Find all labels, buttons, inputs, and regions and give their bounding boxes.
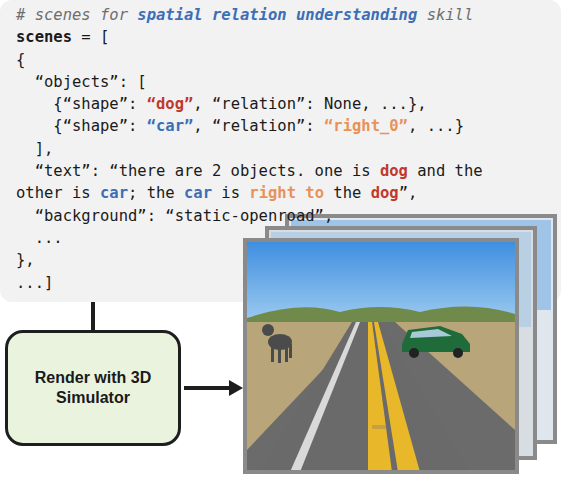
code-token: = [ [72, 28, 109, 46]
code-token: ...] [16, 274, 53, 292]
code-token: “dog” [147, 95, 194, 113]
code-token: “right_0” [324, 117, 408, 135]
code-token: {“shape”: [53, 117, 146, 135]
code-token: and the [408, 162, 483, 180]
code-token: }, [16, 251, 35, 269]
code-token: ; the [128, 184, 184, 202]
connector [93, 302, 94, 330]
code-line: ...] [16, 272, 561, 294]
code-token: the [324, 184, 371, 202]
car-figure [402, 326, 470, 358]
code-token: is [212, 184, 249, 202]
code-token: ... [35, 229, 63, 247]
code-token: { [16, 51, 25, 69]
code-token: , “relation”: [193, 117, 324, 135]
code-token: {“shape”: [53, 95, 146, 113]
code-token: “objects”: [ [35, 73, 147, 91]
code-token: , “relation”: None, ...}, [193, 95, 426, 113]
code-token: “text”: “there are 2 objects. one is [35, 162, 380, 180]
code-token: spatial relation understanding [137, 6, 417, 24]
code-token: dog [371, 184, 399, 202]
process-box: Render with 3D Simulator [5, 330, 181, 446]
code-token: right to [249, 184, 324, 202]
code-line: {“shape”: “dog”, “relation”: None, ...}, [16, 93, 561, 115]
arrow-head [229, 380, 243, 396]
code-token: ], [35, 140, 54, 158]
code-line: ], [16, 138, 561, 160]
code-panel: # scenes for spatial relation understand… [0, 0, 561, 302]
code-token: car [100, 184, 128, 202]
code-token: other is [16, 184, 100, 202]
box-label: Render with 3D Simulator [33, 368, 153, 408]
front-frame [245, 240, 517, 472]
code-line: { [16, 49, 561, 71]
code-line: “text”: “there are 2 objects. one is dog… [16, 160, 561, 182]
road-scene [247, 242, 515, 470]
code-line: ... [16, 227, 561, 249]
code-line: {“shape”: “car”, “relation”: “right_0”, … [16, 115, 561, 137]
code-line: “background”: “static-openroad”, [16, 205, 561, 227]
code-line: “objects”: [ [16, 71, 561, 93]
code-token: “background”: “static-openroad”, [35, 207, 334, 225]
code-line: other is car; the car is right to the do… [16, 182, 561, 204]
render-arrow [184, 386, 232, 390]
code-token: “car” [147, 117, 194, 135]
code-line: }, [16, 249, 561, 271]
code-line: # scenes for spatial relation understand… [16, 4, 561, 26]
dog-figure [262, 324, 292, 363]
code-token: scenes [16, 28, 72, 46]
code-token: dog [380, 162, 408, 180]
code-token: ”, [399, 184, 418, 202]
code-token: car [184, 184, 212, 202]
code-token: skill [417, 6, 473, 24]
code-token: # scenes for [16, 6, 137, 24]
code-token: , ...} [408, 117, 464, 135]
code-line: scenes = [ [16, 26, 561, 48]
